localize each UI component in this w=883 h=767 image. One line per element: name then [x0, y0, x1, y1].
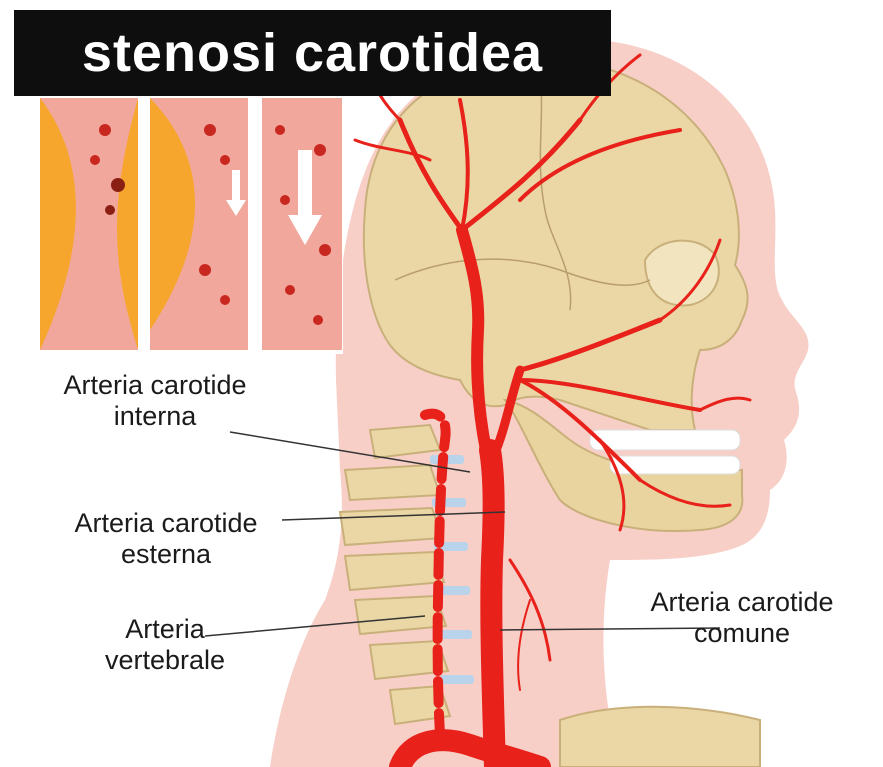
page-title: stenosi carotidea	[14, 10, 611, 96]
label-vertebral-line2: vertebrale	[80, 645, 250, 676]
label-common-carotid-line1: Arteria carotide	[612, 587, 872, 618]
stenosis-panels	[38, 96, 343, 354]
label-internal-carotid-line1: Arteria carotide	[30, 370, 280, 401]
label-vertebral-line1: Arteria	[80, 614, 250, 645]
label-external-carotid-line1: Arteria carotide	[46, 508, 286, 539]
label-external-carotid-line2: esterna	[46, 539, 286, 570]
vessel-panel-2	[150, 98, 248, 350]
vessel-panel-1	[40, 98, 138, 350]
label-internal-carotid: Arteria carotide interna	[30, 370, 280, 432]
vessel-panel-3	[262, 98, 342, 350]
label-common-carotid: Arteria carotide comune	[612, 587, 872, 649]
label-external-carotid: Arteria carotide esterna	[46, 508, 286, 570]
label-common-carotid-line2: comune	[612, 618, 872, 649]
common-carotid-artery	[490, 450, 495, 767]
label-internal-carotid-line2: interna	[30, 401, 280, 432]
eye-socket	[645, 241, 719, 306]
label-vertebral: Arteria vertebrale	[80, 614, 250, 676]
title-banner: stenosi carotidea	[14, 10, 611, 96]
